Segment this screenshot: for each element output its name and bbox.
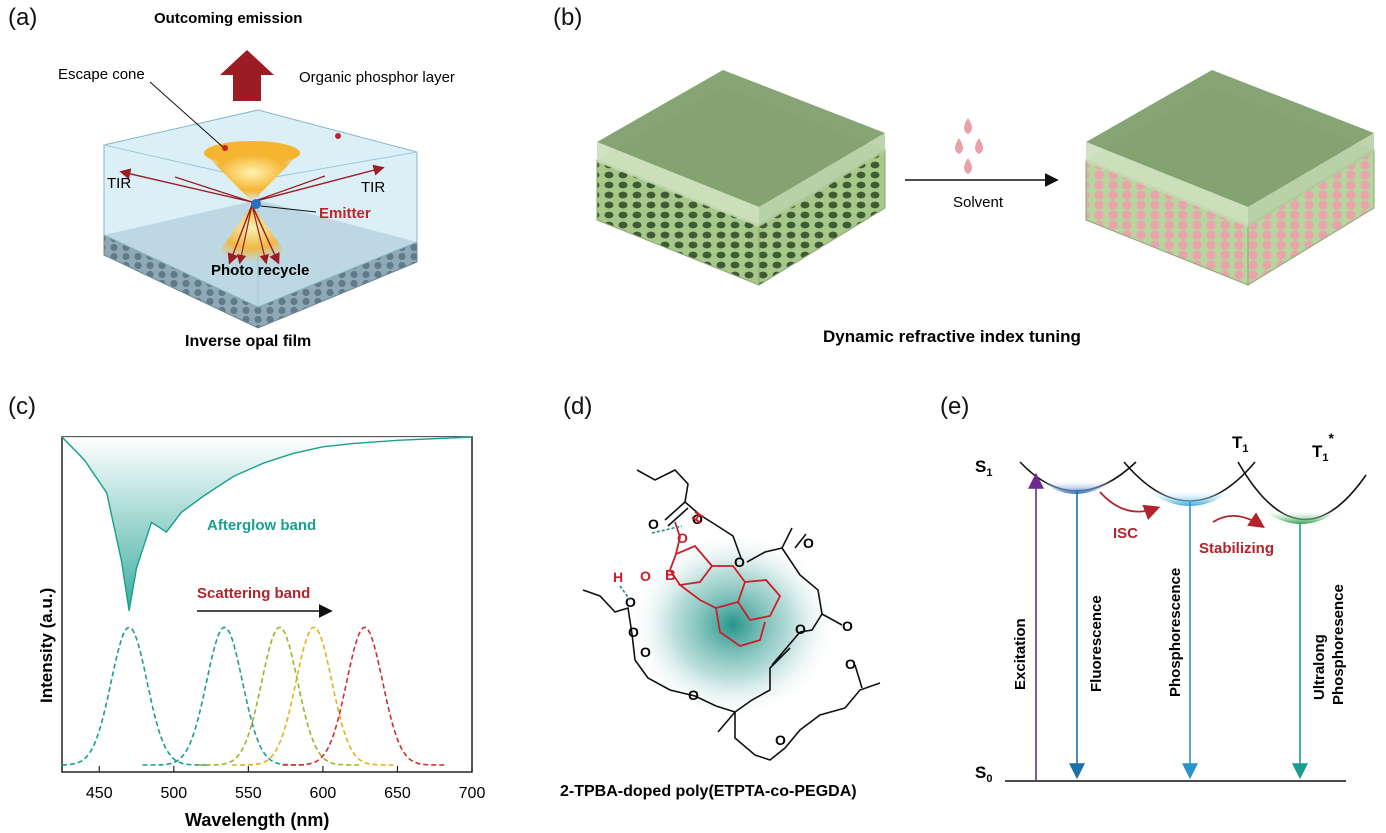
t1-star-label: T1* <box>1312 430 1335 464</box>
atom-o-5: O <box>795 621 806 637</box>
droplet-2 <box>955 138 963 154</box>
panel-d: O O O O O O O O O O O O H O B O H 2-TPBA… <box>560 469 881 800</box>
ultralong-label-2: Phosphoresence <box>1330 584 1347 705</box>
solvent-label: Solvent <box>953 194 1004 211</box>
phosphor-layer-label: Organic phosphor layer <box>299 69 455 86</box>
isc-label: ISC <box>1113 525 1138 542</box>
panel-a-letter: (a) <box>8 4 38 31</box>
panel-e-letter: (e) <box>940 393 970 420</box>
dopant-glow <box>628 530 838 720</box>
panel-e: S1 S0 T1 T1* ISC Stabilizing Excitation … <box>975 430 1367 785</box>
scattering-peak-470 <box>61 626 211 766</box>
afterglow-fill <box>62 437 472 611</box>
panel-d-letter: (d) <box>563 393 593 420</box>
atom-o-11: O <box>775 732 786 748</box>
panel-a: Outcoming emission Escape cone Organic p… <box>58 10 455 350</box>
cover-film-right <box>1086 70 1374 207</box>
panel-c-chart: 450 500 550 600 650 700 Afterglow band Scatte… <box>37 436 486 830</box>
atom-o-red-1: O <box>677 530 688 546</box>
atom-o-3: O <box>734 554 745 570</box>
atom-o-7: O <box>625 594 636 610</box>
atom-o-2: O <box>692 511 703 527</box>
scattering-peak-571 <box>197 626 361 766</box>
droplet-1 <box>964 118 972 134</box>
isc-arrow <box>1099 491 1161 521</box>
tir-left-label: TIR <box>107 175 131 192</box>
x-tick-label: 700 <box>459 785 486 802</box>
x-tick-label: 600 <box>310 785 337 802</box>
x-tick-label: 550 <box>235 785 262 802</box>
scattering-band-label: Scattering band <box>197 585 310 602</box>
s0-label: S0 <box>975 763 992 785</box>
emitter-dot <box>251 199 261 209</box>
panel-b-letter: (b) <box>553 4 583 31</box>
scattering-peak-534 <box>142 626 306 766</box>
cover-film-left <box>597 70 885 207</box>
stabilizing-arrow <box>1212 512 1265 528</box>
x-tick-label: 500 <box>160 785 187 802</box>
escape-cone-label: Escape cone <box>58 66 145 83</box>
droplet-3 <box>975 138 983 154</box>
atom-b: B <box>665 567 676 584</box>
panel-c-letter: (c) <box>8 393 36 420</box>
ultralong-label-1: Ultralong <box>1311 634 1328 700</box>
atom-o-9: O <box>640 644 651 660</box>
t1-label: T1 <box>1232 433 1249 455</box>
fluorescence-label: Fluorescence <box>1088 595 1105 692</box>
atom-h-2: H <box>613 569 623 585</box>
photo-recycle-label: Photo recycle <box>211 262 309 279</box>
polymer-caption: 2-TPBA-doped poly(ETPTA-co-PEGDA) <box>560 783 857 800</box>
stabilizing-label: Stabilizing <box>1199 540 1274 557</box>
phosphor-layer-box <box>103 109 418 308</box>
afterglow-curve <box>61 436 473 611</box>
y-axis-label: Intensity (a.u.) <box>37 588 56 703</box>
emitter-label: Emitter <box>319 205 371 222</box>
atom-o-12: O <box>845 656 856 672</box>
outcoming-arrow <box>220 50 274 101</box>
x-axis-label: Wavelength (nm) <box>185 810 329 830</box>
atom-o-10: O <box>688 687 699 703</box>
atom-o-8: O <box>628 624 639 640</box>
scattering-peak-628 <box>282 626 446 766</box>
x-tick-label: 650 <box>384 785 411 802</box>
outcoming-emission-label: Outcoming emission <box>154 10 302 27</box>
x-tick-label: 450 <box>86 785 113 802</box>
atom-o-6: O <box>842 618 853 634</box>
droplet-4 <box>964 158 972 174</box>
atom-o-1: O <box>648 516 659 532</box>
s1-label: S1 <box>975 457 992 479</box>
dynamic-tuning-caption: Dynamic refractive index tuning <box>823 327 1081 346</box>
escape-cone <box>204 153 300 202</box>
atom-o-red-2: O <box>640 568 651 584</box>
atom-o-4: O <box>803 535 814 551</box>
tir-right-label: TIR <box>361 179 385 196</box>
panel-b: Solvent Dynamic refractive index tuning <box>596 70 1375 346</box>
scattering-peak-594 <box>232 626 396 766</box>
excitation-label: Excitation <box>1012 618 1029 690</box>
inverse-opal-caption: Inverse opal film <box>185 333 311 350</box>
phosphorescence-label: Phosphorescence <box>1167 568 1184 697</box>
afterglow-band-label: Afterglow band <box>207 517 316 534</box>
